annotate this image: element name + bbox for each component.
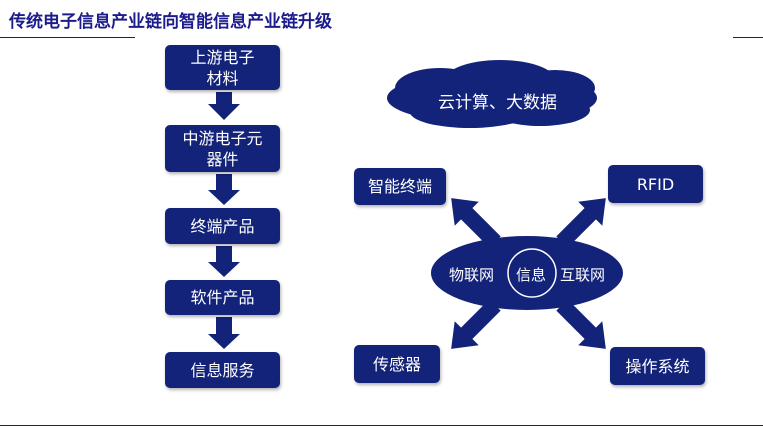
node-sensor: 传感器 bbox=[354, 345, 440, 383]
hub-ellipse bbox=[431, 236, 623, 310]
chain-step-midstream-components: 中游电子元 器件 bbox=[165, 125, 280, 172]
hub-center-label: 信息 bbox=[516, 266, 547, 284]
hub-left-label: 物联网 bbox=[449, 266, 495, 284]
arrow-to-sensor bbox=[451, 299, 501, 349]
node-operating-system: 操作系统 bbox=[610, 347, 705, 385]
hub-center-circle bbox=[507, 248, 557, 298]
cloud-shape bbox=[387, 60, 597, 128]
chain-step-upstream-materials: 上游电子 材料 bbox=[165, 45, 280, 90]
arrow-to-smart-terminal bbox=[451, 198, 501, 248]
chain-step-info-services: 信息服务 bbox=[165, 352, 280, 388]
down-arrow-2 bbox=[208, 174, 240, 205]
node-rfid: RFID bbox=[608, 165, 703, 203]
node-smart-terminal: 智能终端 bbox=[354, 168, 446, 205]
cloud-label: 云计算、大数据 bbox=[438, 93, 557, 113]
arrow-to-os bbox=[556, 299, 606, 349]
bottom-divider bbox=[0, 425, 763, 426]
down-arrow-4 bbox=[208, 317, 240, 349]
page-title: 传统电子信息产业链向智能信息产业链升级 bbox=[9, 12, 332, 32]
down-arrow-1 bbox=[208, 92, 240, 120]
title-underline-left bbox=[0, 37, 135, 38]
chain-step-terminal-products: 终端产品 bbox=[165, 208, 280, 244]
chain-step-software-products: 软件产品 bbox=[165, 280, 280, 315]
title-underline-right bbox=[733, 37, 763, 38]
down-arrow-3 bbox=[208, 246, 240, 277]
arrow-to-rfid bbox=[556, 198, 606, 248]
hub-right-label: 互联网 bbox=[560, 266, 606, 284]
